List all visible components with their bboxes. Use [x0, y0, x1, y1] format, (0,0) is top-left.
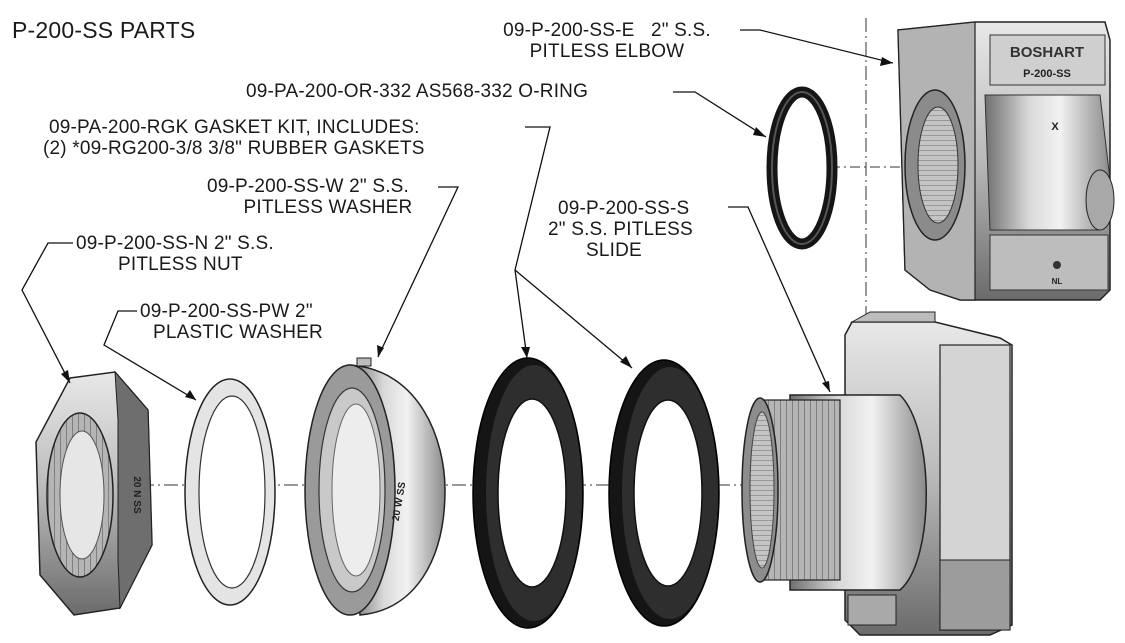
washer-line1: 09-P-200-SS-W 2" S.S.: [206, 176, 410, 197]
elbow-spec: 2" S.S.: [650, 20, 711, 41]
leader-oring: [673, 91, 767, 138]
page-title: P-200-SS PARTS: [12, 17, 196, 43]
nut-line2: PITLESS NUT: [118, 254, 243, 275]
plastic-washer-line2: PLASTIC WASHER: [153, 322, 323, 343]
callout-elbow-line1: 09-P-200-SS-E 2" S.S.: [472, 20, 742, 41]
leader-gasket: [514, 126, 551, 359]
washer-line2: PITLESS WASHER: [243, 197, 413, 218]
rubber-gasket-1: [472, 357, 584, 629]
callout-plastic-washer: 09-P-200-SS-PW 2" PLASTIC WASHER: [140, 301, 323, 343]
pitless-nut: 20 N SS: [35, 370, 153, 616]
elbow-part-number: 09-P-200-SS-E: [503, 20, 635, 41]
callout-oring: 09-PA-200-OR-332 AS568-332 O-RING: [246, 81, 589, 102]
leader-gasket-2: [514, 269, 633, 369]
elbow-model: P-200-SS: [1023, 68, 1071, 80]
leader-nut: [21, 242, 73, 384]
elbow-nl: NL: [1052, 277, 1063, 286]
leader-arrowheads: [61, 57, 893, 400]
callout-gasket: 09-PA-200-RGK GASKET KIT, INCLUDES: (2) …: [43, 117, 425, 159]
nut-marking: 20 N SS: [131, 476, 142, 514]
callout-elbow: 09-P-200-SS-E 2" S.S. PITLESS ELBOW: [472, 20, 742, 62]
callout-nut: 09-P-200-SS-N 2" S.S. PITLESS NUT: [76, 233, 274, 275]
elbow-description: PITLESS ELBOW: [529, 41, 685, 62]
plastic-washer: [184, 378, 276, 606]
o-ring: [766, 86, 838, 250]
elbow-brand: BOSHART: [1010, 44, 1084, 61]
pitless-elbow: BOSHART P-200-SS X NL: [897, 21, 1115, 301]
leader-slide: [728, 206, 831, 393]
leader-plastic-washer: [103, 310, 197, 401]
callout-washer: 09-P-200-SS-W 2" S.S. PITLESS WASHER: [173, 176, 443, 218]
gasket-line1: 09-PA-200-RGK GASKET KIT, INCLUDES:: [49, 117, 420, 138]
gasket-line2: (2) *09-RG200-3/8 3/8" RUBBER GASKETS: [43, 138, 425, 159]
nut-line1: 09-P-200-SS-N 2" S.S.: [76, 233, 274, 254]
leader-lines: [21, 29, 894, 401]
elbow-mark: X: [1051, 121, 1059, 133]
leader-elbow: [740, 29, 894, 64]
pitless-washer: 20 W SS: [304, 357, 446, 616]
slide-line3: SLIDE: [586, 240, 642, 261]
pitless-slide: [741, 311, 1013, 636]
slide-line2: 2" S.S. PITLESS: [548, 219, 693, 240]
rubber-gasket-2: [608, 359, 720, 627]
plastic-washer-line1: 09-P-200-SS-PW 2": [140, 301, 313, 322]
callout-slide: 09-P-200-SS-S 2" S.S. PITLESS SLIDE: [548, 198, 693, 261]
leader-washer: [377, 186, 460, 358]
slide-line1: 09-P-200-SS-S: [558, 198, 690, 219]
